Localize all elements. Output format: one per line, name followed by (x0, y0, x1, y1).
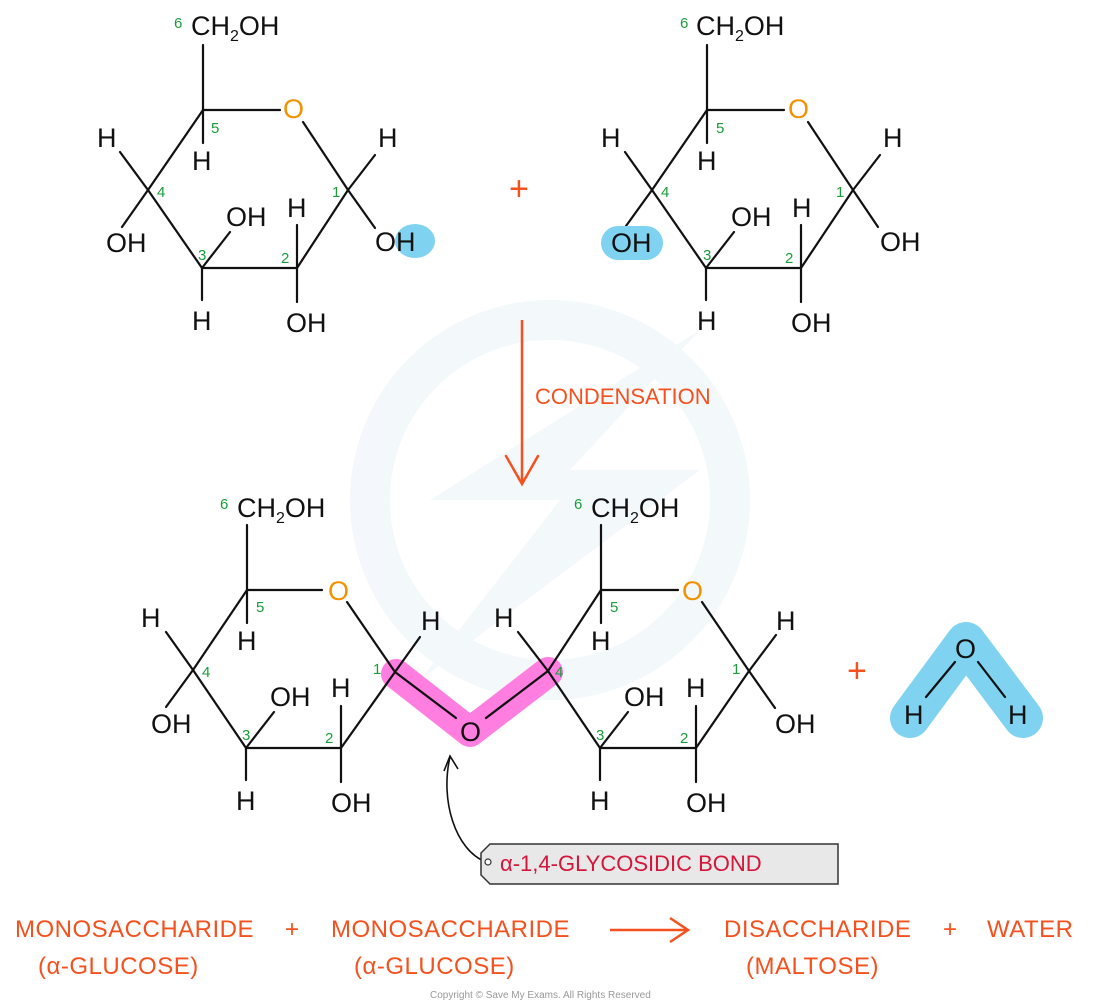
reactant-2: MONOSACCHARIDE (331, 916, 570, 943)
carbon-number-6: 6 (174, 15, 182, 32)
reactant-1-name: (α-GLUCOSE) (38, 953, 199, 980)
ring-oxygen: O (682, 576, 703, 606)
carbon-number-3: 3 (596, 727, 604, 744)
atom-h: H (421, 606, 441, 636)
carbon-number-1: 1 (836, 184, 844, 201)
atom-oh: OH (791, 308, 832, 338)
atom-oh: OH (226, 202, 267, 232)
carbon-number-3: 3 (242, 727, 250, 744)
atom-oh: OH (880, 227, 921, 257)
carbon-number-5: 5 (716, 120, 724, 137)
atom-h: H (591, 626, 611, 656)
yields-arrow (610, 916, 691, 944)
carbon-number-6: 6 (680, 15, 688, 32)
atom-h: H (378, 123, 398, 153)
ch2oh-group: CH2OH (591, 493, 679, 527)
atom-oh: OH (286, 308, 327, 338)
glycosidic-oxygen: O (460, 717, 481, 747)
atom-oh: OH (775, 709, 816, 739)
water-highlight-h (395, 224, 435, 258)
atom-h: H (141, 603, 161, 633)
atom-h: H (590, 786, 610, 816)
carbon-number-2: 2 (281, 250, 289, 267)
ring-oxygen: O (283, 94, 304, 124)
plus-sign: + (943, 916, 958, 943)
carbon-number-2: 2 (325, 730, 333, 747)
product-2: WATER (987, 916, 1074, 943)
atom-oh: OH (731, 202, 772, 232)
carbon-number-5: 5 (256, 599, 264, 616)
carbon-number-4: 4 (157, 184, 165, 201)
product-1: DISACCHARIDE (724, 916, 911, 943)
ch2oh-group: CH2OH (191, 11, 279, 45)
carbon-number-1: 1 (732, 661, 740, 678)
carbon-number-5: 5 (211, 120, 219, 137)
glycosidic-bond-tag: α-1,4-GLYCOSIDIC BOND (480, 843, 839, 885)
atom-h: H (237, 626, 257, 656)
water-hydrogen: H (904, 700, 924, 730)
maltose-molecule: 6 CH2OH O 5 H H 4 OH 3 OH H 2 H OH 1 H O… (141, 493, 816, 818)
atom-h: H (697, 146, 717, 176)
carbon-number-6: 6 (574, 496, 582, 513)
atom-h: H (192, 306, 212, 336)
atom-oh: OH (151, 709, 192, 739)
product-1-name: (MALTOSE) (746, 953, 879, 980)
glucose-molecule-left: 6 CH2OH O 5 H H 4 OH 3 OH H 2 H OH 1 H O… (97, 11, 435, 338)
atom-h: H (776, 606, 796, 636)
water-molecule: O H H (890, 622, 1043, 738)
copyright-notice: Copyright © Save My Exams. All Rights Re… (430, 990, 651, 1001)
ch2oh-group: CH2OH (237, 493, 325, 527)
carbon-number-1: 1 (373, 661, 381, 678)
atom-h: H (601, 123, 621, 153)
atom-h: H (697, 306, 717, 336)
ch2oh-group: CH2OH (696, 11, 784, 45)
atom-h: H (236, 786, 256, 816)
atom-oh-c1: OH (375, 227, 416, 257)
word-equation: MONOSACCHARIDE (α-GLUCOSE) + MONOSACCHAR… (15, 916, 1074, 980)
atom-h: H (192, 146, 212, 176)
atom-h: H (97, 123, 117, 153)
carbon-number-3: 3 (703, 247, 711, 264)
ring-oxygen: O (788, 94, 809, 124)
reactant-1: MONOSACCHARIDE (15, 916, 254, 943)
ring-oxygen: O (328, 576, 349, 606)
glycosidic-bond-pointer (443, 754, 487, 863)
plus-sign: + (285, 916, 300, 943)
atom-h: H (331, 673, 351, 703)
glucose-molecule-right: 6 CH2OH O 5 H H 4 OH 3 OH H 2 H OH 1 H O… (601, 11, 921, 338)
atom-h: H (686, 673, 706, 703)
reactant-2-name: (α-GLUCOSE) (354, 953, 515, 980)
atom-oh: OH (686, 788, 727, 818)
glycosidic-bond-label: α-1,4-GLYCOSIDIC BOND (500, 851, 762, 876)
plus-sign: + (509, 170, 529, 208)
atom-oh-c4: OH (611, 228, 652, 258)
condensation-arrow (504, 320, 540, 487)
carbon-number-1: 1 (332, 184, 340, 201)
carbon-number-4: 4 (661, 184, 669, 201)
carbon-number-5: 5 (610, 599, 618, 616)
water-highlight-oh (601, 226, 663, 260)
atom-h: H (883, 123, 903, 153)
condensation-label: CONDENSATION (535, 384, 711, 409)
carbon-number-2: 2 (680, 730, 688, 747)
atom-h: H (287, 193, 307, 223)
water-hydrogen: H (1008, 700, 1028, 730)
atom-h: H (494, 603, 514, 633)
atom-oh: OH (106, 228, 147, 258)
carbon-number-2: 2 (785, 250, 793, 267)
carbon-number-3: 3 (198, 247, 206, 264)
atom-h: H (792, 193, 812, 223)
water-oxygen: O (955, 634, 976, 664)
atom-oh: OH (270, 682, 311, 712)
plus-sign: + (847, 652, 867, 690)
carbon-number-6: 6 (220, 496, 228, 513)
atom-oh: OH (624, 682, 665, 712)
carbon-number-4: 4 (202, 664, 210, 681)
carbon-number-4: 4 (555, 664, 563, 681)
atom-oh: OH (331, 788, 372, 818)
